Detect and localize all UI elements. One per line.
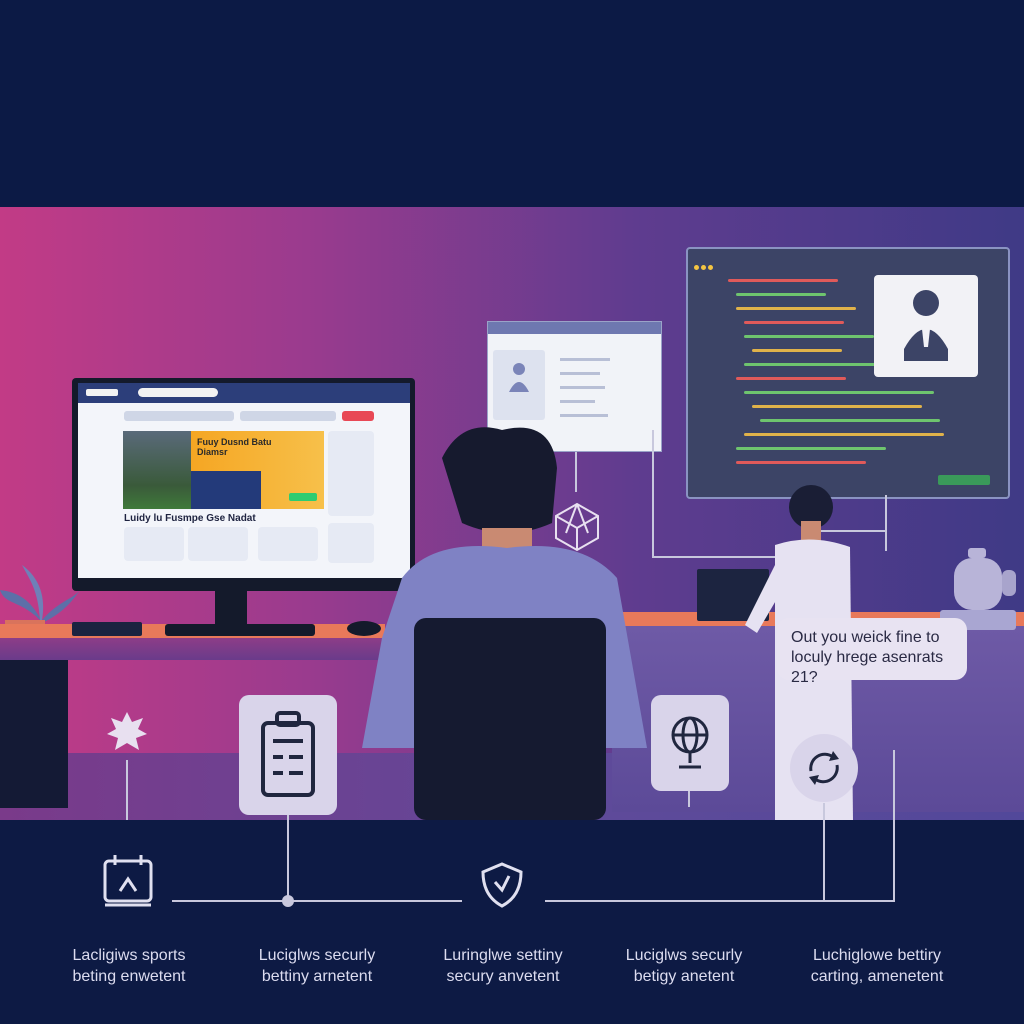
monitor-stand xyxy=(215,591,247,625)
shield-icon xyxy=(481,862,523,908)
site-logo xyxy=(86,389,118,396)
connector-line-c xyxy=(885,495,887,551)
odds-card-2[interactable] xyxy=(188,527,248,561)
bottom-connector-far-right xyxy=(893,750,895,901)
caption-5-line-2: carting, amenetent xyxy=(810,968,944,985)
page-headline: Luidy lu Fusmpe Gse Nadat xyxy=(124,513,256,524)
cabinet xyxy=(0,660,68,808)
caption-1: Lacligiws sports beting enwetent xyxy=(44,945,214,987)
bottom-connector-main xyxy=(172,900,462,902)
caption-4: Luciglws securly betigy anetent xyxy=(599,945,769,987)
user-icon xyxy=(508,362,530,392)
bubble-line-2: loculy hrege asenrats 21? xyxy=(791,649,944,686)
caption-5: Luchiglowe bettiry carting, amenetent xyxy=(792,945,962,987)
filter-bar-2[interactable] xyxy=(240,411,336,421)
signup-button[interactable] xyxy=(342,411,374,421)
user-avatar-card xyxy=(874,275,978,377)
caption-2-line-2: bettiny arnetent xyxy=(261,968,373,985)
bottom-connector-clip xyxy=(287,815,289,901)
top-band xyxy=(0,0,1024,207)
bubble-line-1: Out you weick fine to xyxy=(791,629,940,646)
caption-3: Luringlwe settiny secury anvetent xyxy=(418,945,588,987)
connector-up-left xyxy=(126,760,128,824)
keyboard xyxy=(72,622,142,636)
caption-3-line-1: Luringlwe settiny xyxy=(443,947,563,964)
bottom-band xyxy=(0,820,1024,1024)
caption-3-line-2: secury anvetent xyxy=(446,968,560,985)
site-search-bar[interactable] xyxy=(138,388,218,397)
caption-2: Luciglws securly bettiny arnetent xyxy=(232,945,402,987)
odds-card-3[interactable] xyxy=(258,527,318,561)
gear-badge-icon xyxy=(107,712,147,752)
player-photo xyxy=(123,431,191,509)
calendar-icon xyxy=(103,853,153,907)
connector-line-a xyxy=(652,430,654,558)
betting-website-screen: Fuuy Dusnd Batu Diamsr Luidy lu Fusmpe G… xyxy=(78,383,410,578)
odds-card-1[interactable] xyxy=(124,527,184,561)
seated-person xyxy=(362,418,652,820)
connector-node xyxy=(282,895,294,907)
clipboard-icon-box xyxy=(239,695,337,815)
bottom-connector-right xyxy=(545,900,895,902)
mouse xyxy=(347,621,381,636)
promo-cta[interactable] xyxy=(289,493,317,501)
caption-4-line-1: Luciglws securly xyxy=(625,947,743,964)
side-panel xyxy=(328,431,374,516)
caption-1-line-1: Lacligiws sports xyxy=(72,947,186,964)
caption-4-line-2: betigy anetent xyxy=(633,968,735,985)
caption-1-line-2: beting enwetent xyxy=(72,968,186,985)
connector-line-e xyxy=(812,530,886,532)
site-navbar xyxy=(78,383,410,403)
monitor-base xyxy=(165,624,315,636)
connector-down-globe xyxy=(688,791,690,807)
run-button[interactable] xyxy=(938,475,990,485)
promo-banner[interactable]: Fuuy Dusnd Batu Diamsr xyxy=(191,431,324,509)
odds-card-4[interactable] xyxy=(328,523,374,563)
crystal-icon xyxy=(554,502,600,552)
left-desk-front xyxy=(0,638,385,660)
filter-bar-1[interactable] xyxy=(124,411,234,421)
bottom-connector-refresh xyxy=(823,803,825,901)
caption-2-line-1: Luciglws securly xyxy=(258,947,376,964)
globe-icon-box xyxy=(651,695,729,791)
user-icon xyxy=(904,289,948,361)
profile-window xyxy=(487,321,662,452)
clipboard-icon xyxy=(259,711,317,799)
promo-title: Fuuy Dusnd Batu Diamsr xyxy=(197,437,272,457)
code-editor-window xyxy=(686,247,1010,499)
globe-icon xyxy=(669,715,711,771)
refresh-icon xyxy=(789,733,859,803)
connector-arrow-1 xyxy=(575,452,577,492)
connector-line-b xyxy=(652,556,812,558)
caption-5-line-1: Luchiglowe bettiry xyxy=(812,947,942,964)
speech-bubble: Out you weick fine to loculy hrege asenr… xyxy=(777,618,967,686)
